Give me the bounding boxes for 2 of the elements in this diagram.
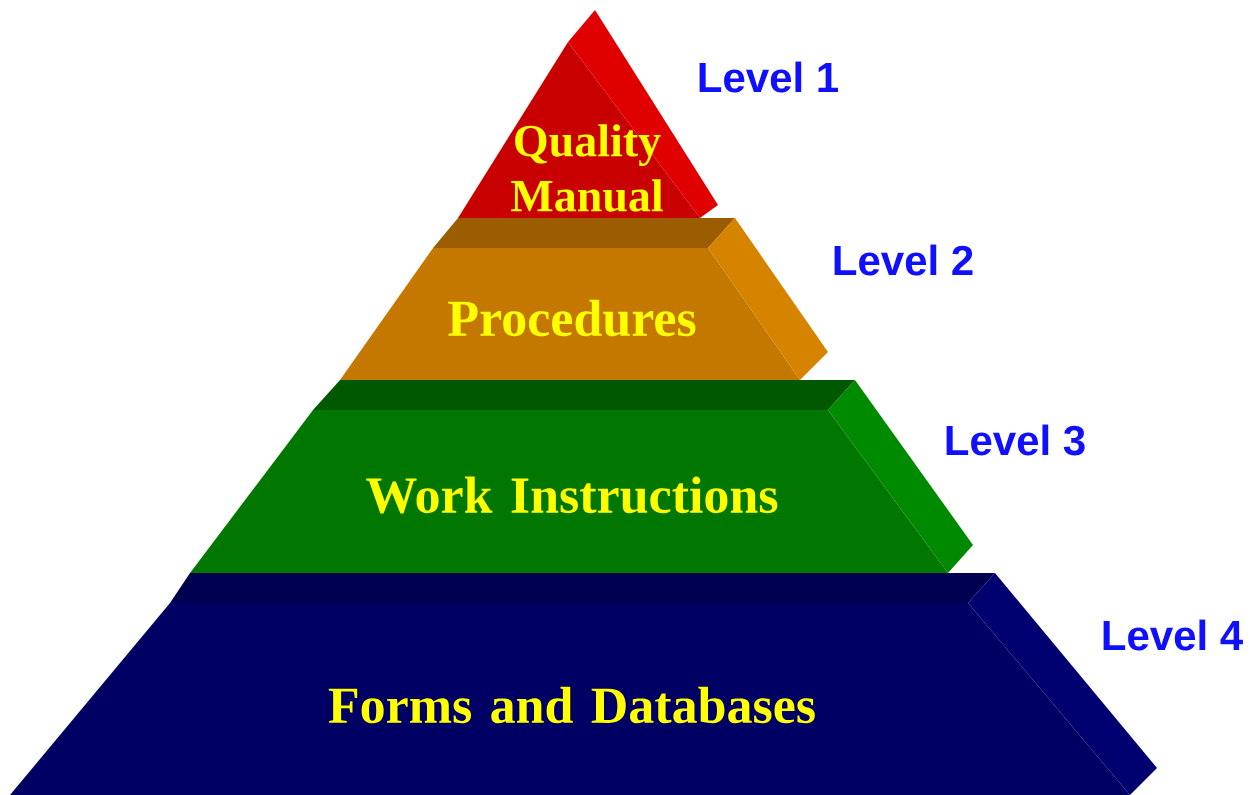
pyramid-tier: Procedures: [340, 218, 828, 380]
level-label: Level 2: [834, 244, 973, 276]
